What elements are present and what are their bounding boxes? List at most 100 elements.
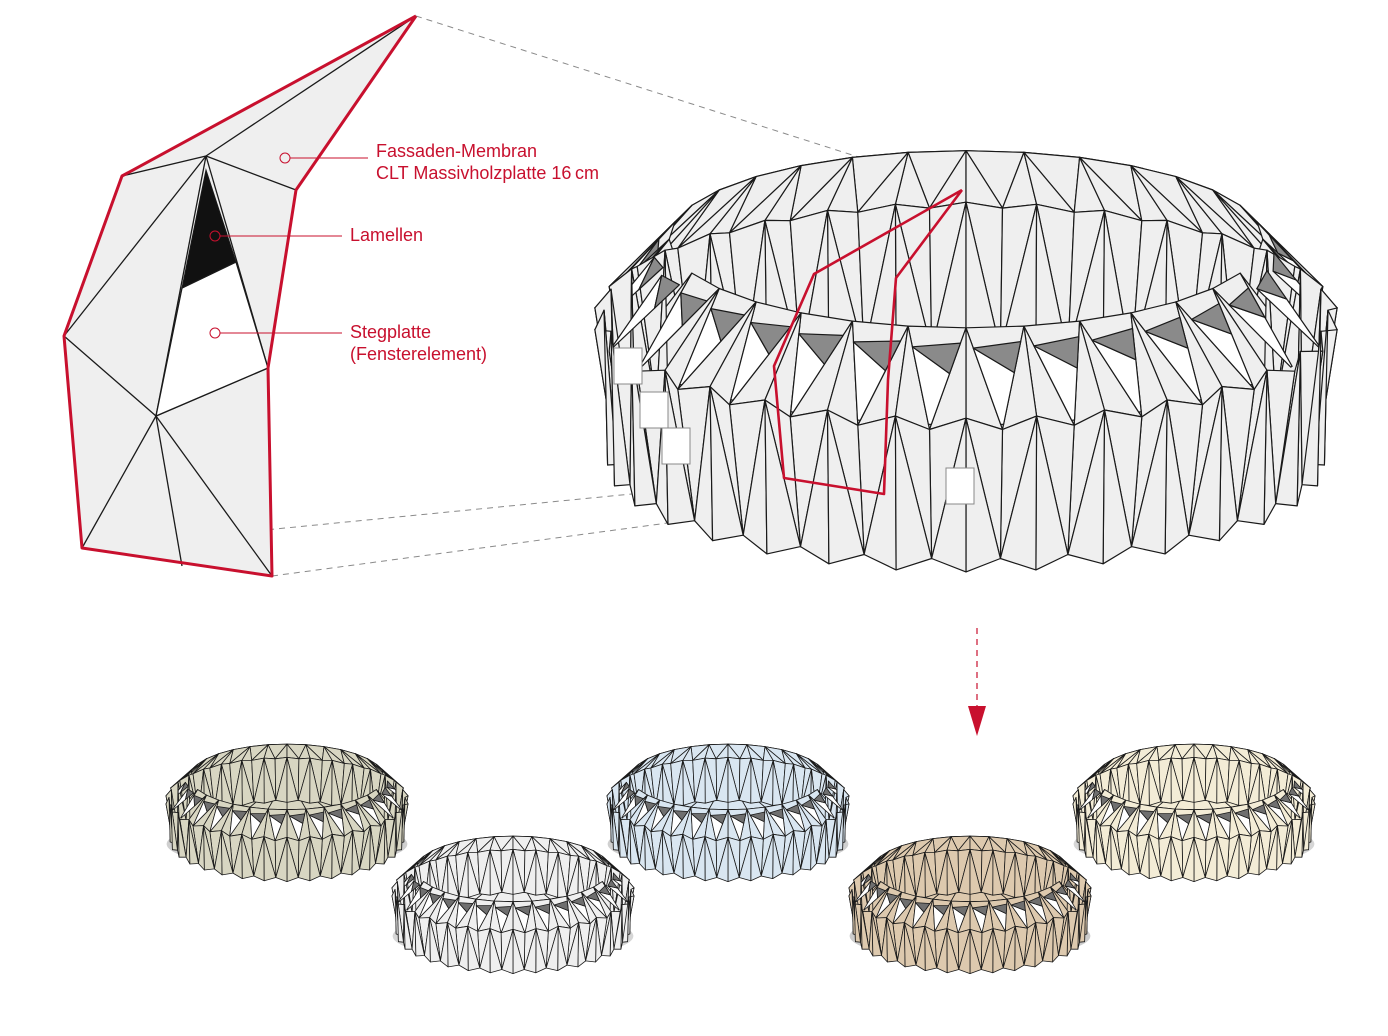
facet-base [613, 904, 623, 950]
facet-base [886, 917, 898, 963]
facet-lamella [768, 808, 784, 819]
facet-lamella [232, 810, 248, 821]
facet-base [512, 849, 525, 895]
facet-lamella [1100, 795, 1110, 807]
facet-base [894, 415, 933, 571]
facet-lamella [442, 898, 457, 909]
facet-base [1002, 925, 1016, 971]
variant-dome-2 [391, 835, 635, 974]
facet-base [394, 889, 400, 936]
facet-lamella [635, 238, 660, 271]
facet-lamella [344, 804, 360, 815]
entrance-frame [613, 347, 643, 385]
facet-base [286, 757, 299, 803]
facet-base [396, 896, 404, 943]
facet-base [566, 922, 579, 968]
facet-base [958, 929, 971, 974]
facet-base [309, 757, 321, 804]
facet-base [479, 849, 491, 896]
facet-lamella [1139, 810, 1155, 821]
facet-base [177, 812, 187, 858]
facet-base [946, 928, 960, 974]
facet-base [241, 833, 255, 879]
facet-lamella [1055, 885, 1068, 896]
facet-base [585, 917, 597, 963]
facet-lamella [786, 804, 801, 815]
facet-base [467, 925, 481, 971]
facet-base [1266, 825, 1278, 871]
facet-lamella [1028, 896, 1043, 907]
variant-dome-3 [606, 743, 850, 882]
facade-segment-detail [62, 14, 418, 578]
facet-lamella [1087, 781, 1096, 793]
label-membrane: Fassaden-Membran CLT Massivholzplatte 16… [376, 140, 599, 184]
facet-base [816, 819, 827, 865]
facet-lamella [553, 900, 569, 911]
facet-lamella [1228, 287, 1266, 318]
facet-base [501, 929, 514, 974]
facet-base [781, 830, 794, 876]
highlighted-segment [772, 188, 964, 496]
facet-base [1188, 386, 1223, 542]
facet-base [704, 836, 718, 882]
facet-lamella [1279, 793, 1292, 804]
facet-base [545, 925, 559, 971]
material-variants [165, 743, 1316, 974]
facet-base [275, 837, 288, 882]
facet-base [1247, 830, 1260, 876]
facet-base [622, 896, 630, 943]
facet-lamella [360, 799, 374, 810]
facet-lamella [458, 902, 474, 913]
facet-base [1182, 837, 1195, 882]
facet-lamella [327, 808, 343, 819]
facet-lamella [749, 811, 766, 822]
facet-lamella [886, 892, 899, 905]
facet-lamella [571, 896, 586, 907]
facet-base [489, 928, 503, 974]
facet-base [682, 833, 696, 879]
facet-base [738, 836, 752, 882]
facet-base [1079, 896, 1087, 943]
facet-base [1110, 825, 1122, 871]
facet-base [168, 797, 174, 844]
facet-lamella [1091, 327, 1137, 361]
facet-lamella [1196, 813, 1213, 824]
facet-base [387, 812, 397, 858]
facet-lamella [405, 873, 415, 885]
facet-lamella [621, 781, 630, 793]
facet-lamella [801, 799, 815, 810]
facet-lamella [750, 321, 791, 355]
facet-base [1148, 833, 1162, 879]
facet-lamella [1272, 252, 1297, 281]
facet-lamella [1215, 811, 1232, 822]
facet-lamella [1234, 808, 1250, 819]
facet-base [800, 825, 812, 871]
facet-base [429, 917, 441, 963]
facet-lamella [813, 793, 826, 804]
facet-base [1275, 350, 1302, 507]
facet-lamella [952, 906, 969, 917]
facet-base [523, 928, 537, 974]
facet-base [629, 819, 640, 865]
facet-lamella [972, 905, 989, 916]
facet-base [1067, 409, 1106, 565]
facet-base [709, 386, 744, 542]
facet-base [1042, 917, 1054, 963]
facet-lamella [972, 341, 1022, 374]
facet-base [319, 833, 333, 879]
facet-lamella [626, 788, 635, 800]
facet-base [924, 925, 938, 971]
facet-base [446, 922, 460, 968]
facet-lamella [634, 795, 644, 807]
facet-lamella [607, 879, 618, 889]
facet-base [992, 849, 1004, 896]
facet-base [828, 812, 838, 858]
facet-lamella [1010, 900, 1026, 911]
facet-lamella [1092, 788, 1101, 800]
facet-lamella [1256, 270, 1288, 300]
facet-lamella [1190, 303, 1233, 335]
facet-base [1130, 399, 1168, 555]
facet-base [1301, 330, 1322, 487]
facet-base [837, 804, 845, 851]
facet-base [1303, 804, 1311, 851]
